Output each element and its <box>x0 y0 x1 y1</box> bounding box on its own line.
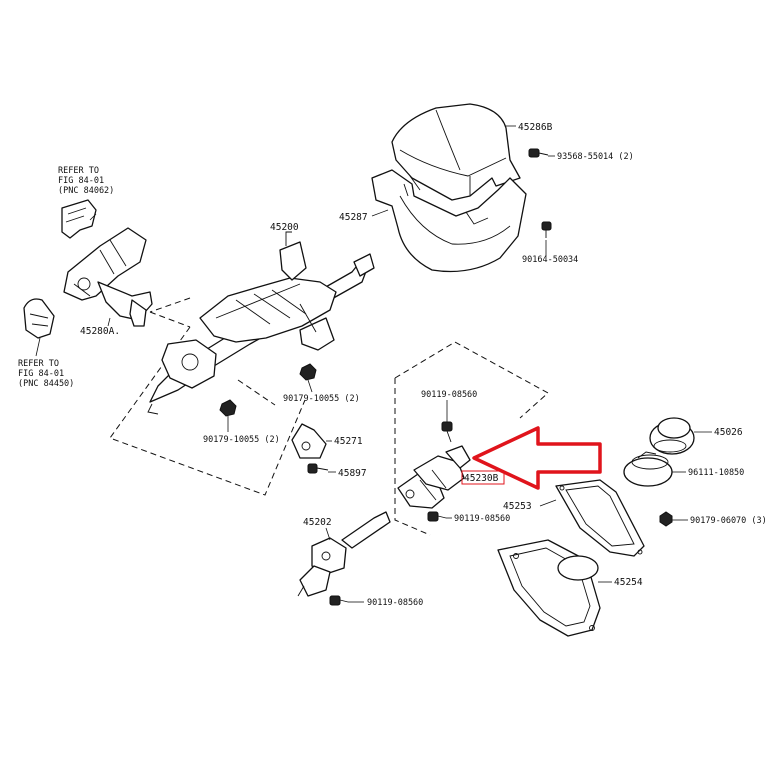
label-45286B: 45286B <box>518 122 553 133</box>
seal-96111 <box>623 451 673 487</box>
steering-column-assembly-45200 <box>147 231 375 415</box>
bolt-90119-bottom <box>329 595 349 606</box>
universal-joint-45230B <box>397 445 471 509</box>
upper-column-cover-45286B <box>391 103 521 201</box>
label-45202: 45202 <box>303 517 332 528</box>
label-93568: 93568-55014 (2) <box>557 152 634 162</box>
label-45200: 45200 <box>270 222 299 233</box>
steering-lock-body-45280A <box>63 227 153 327</box>
ref-top-line3: (PNC 84062) <box>58 186 114 196</box>
label-45897: 45897 <box>338 468 367 479</box>
connector-84062 <box>61 199 97 239</box>
highlight-arrow <box>472 426 602 490</box>
label-90179-06070: 90179-06070 (3) <box>690 516 767 526</box>
label-45253: 45253 <box>503 501 532 512</box>
label-45287: 45287 <box>339 212 368 223</box>
nut-90179-upper <box>299 363 317 381</box>
ref-left-line2: FIG 84-01 <box>18 369 64 379</box>
bolt-90119-top <box>441 421 453 443</box>
bolt-90119-mid <box>427 511 447 522</box>
bolt-45897 <box>307 463 329 474</box>
ref-top-line1: REFER TO <box>58 166 99 176</box>
reference-note-84062: REFER TO FIG 84-01 (PNC 84062) <box>58 166 114 196</box>
nut-90179-lower <box>219 399 237 417</box>
bracket-45271 <box>291 423 327 459</box>
reference-note-84450: REFER TO FIG 84-01 (PNC 84450) <box>18 359 74 389</box>
label-90119-top: 90119-08560 <box>421 390 477 400</box>
assembly-outline-lower <box>394 341 549 536</box>
label-90119-bottom: 90119-08560 <box>367 598 423 608</box>
switch-84450 <box>23 298 55 339</box>
label-45254: 45254 <box>614 577 643 588</box>
label-90179-upper: 90179-10055 (2) <box>283 394 360 404</box>
label-45026: 45026 <box>714 427 743 438</box>
ref-left-line1: REFER TO <box>18 359 59 369</box>
label-90119-mid: 90119-08560 <box>454 514 510 524</box>
ref-top-line2: FIG 84-01 <box>58 176 104 186</box>
intermediate-shaft-45202 <box>297 511 391 597</box>
label-45271: 45271 <box>334 436 363 447</box>
lower-column-cover-45287 <box>371 169 527 273</box>
label-90179-lower: 90179-10055 (2) <box>203 435 280 445</box>
boot-plate-45254 <box>497 539 601 637</box>
screw-90164 <box>541 221 552 238</box>
label-96111: 96111-10850 <box>688 468 744 478</box>
label-90164: 90164-50034 <box>522 255 578 265</box>
hole-cover-45026 <box>649 417 695 455</box>
gasket-45253 <box>555 479 645 557</box>
assembly-outline-upper <box>109 297 306 496</box>
highlight-box-45230B <box>461 470 505 485</box>
nut-90179-06070 <box>659 511 673 527</box>
label-45280A: 45280A. <box>80 326 120 337</box>
screw-93568 <box>528 148 549 158</box>
leader-lines <box>35 125 712 603</box>
label-45230B: 45230B <box>464 473 499 484</box>
ref-left-line3: (PNC 84450) <box>18 379 74 389</box>
